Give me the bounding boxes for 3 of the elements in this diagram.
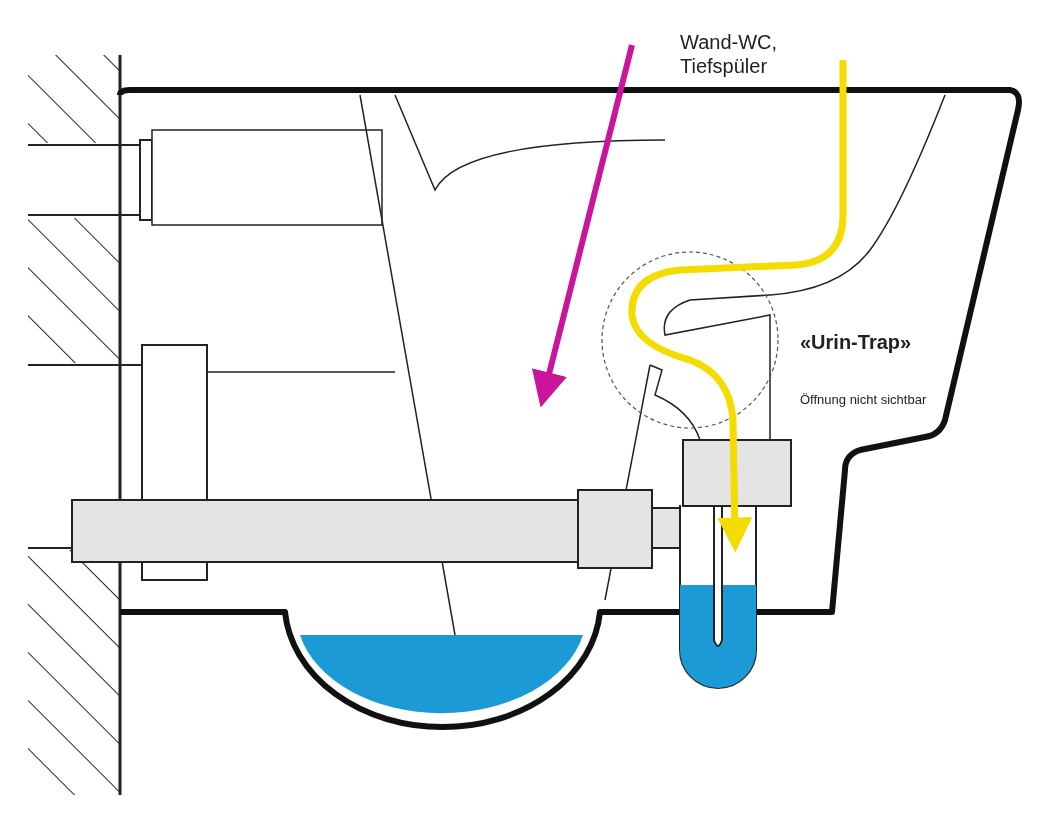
- part-label: «Urin-Trap»: [800, 330, 912, 354]
- caption-text: Wand-WC, Tiefspüler: [680, 30, 779, 78]
- note-text: Öffnung nicht sichtbar: [800, 392, 927, 408]
